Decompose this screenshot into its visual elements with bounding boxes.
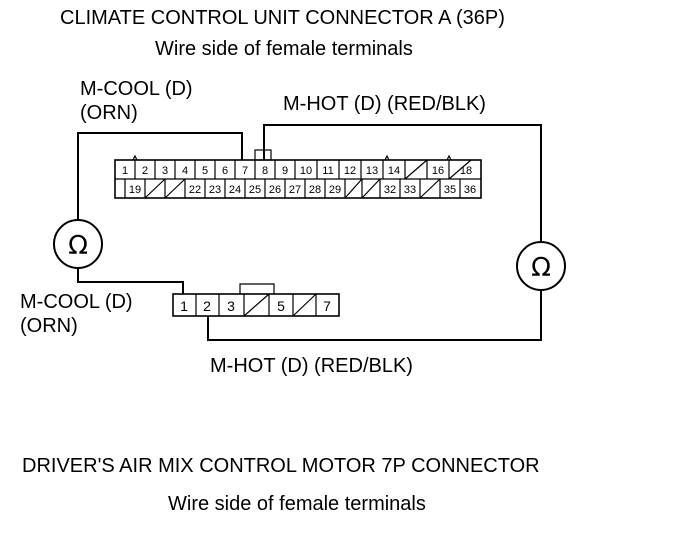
pin-a-2: 2 xyxy=(142,165,148,177)
pin-a-4: 4 xyxy=(182,165,188,177)
pin-a-13: 13 xyxy=(366,165,378,177)
pin-a-27: 27 xyxy=(289,184,301,196)
pin-b-5: 5 xyxy=(277,298,285,314)
pin-a-25: 25 xyxy=(249,184,261,196)
pin-a-11: 11 xyxy=(322,165,333,177)
ohm-icon-left: Ω xyxy=(68,231,88,261)
pin-a-36: 36 xyxy=(464,184,476,196)
connector-a-notches xyxy=(132,154,452,161)
mcool-bottom-label-2: (ORN) xyxy=(20,315,78,337)
connector-b-subtitle: Wire side of female terminals xyxy=(168,493,426,515)
pin-a-19: 19 xyxy=(129,184,141,196)
connector-a-top-row: 1 2 3 4 5 6 7 8 9 10 11 12 13 14 16 18 xyxy=(122,159,472,180)
mhot-top-label: M-HOT (D) (RED/BLK) xyxy=(283,93,486,115)
mcool-top-label-1: M-COOL (D) xyxy=(80,78,193,100)
pin-a-14: 14 xyxy=(388,165,400,177)
pin-a-22: 22 xyxy=(189,184,201,196)
pin-a-35: 35 xyxy=(444,184,456,196)
mhot-bottom-label: M-HOT (D) (RED/BLK) xyxy=(210,355,413,377)
connector-a-bottom-row: 19 22 23 24 25 26 27 28 29 32 33 35 36 xyxy=(124,178,476,199)
wire-mcool-lower xyxy=(77,268,184,294)
connector-a-subtitle: Wire side of female terminals xyxy=(155,38,413,60)
ohmmeter-right-circle xyxy=(516,241,566,291)
ohmmeter-right: Ω xyxy=(516,241,566,291)
pin-a-18: 18 xyxy=(460,165,472,177)
wire-mhot-upper xyxy=(263,124,542,242)
pin-a-3: 3 xyxy=(162,165,168,177)
wire-mhot-lower xyxy=(207,290,542,341)
pin-a-7: 7 xyxy=(242,165,248,177)
pin-a-6: 6 xyxy=(222,165,228,177)
connector-b-title: DRIVER'S AIR MIX CONTROL MOTOR 7P CONNEC… xyxy=(22,455,540,477)
pin-a-23: 23 xyxy=(209,184,221,196)
pin-a-10: 10 xyxy=(300,165,312,177)
pin-a-33: 33 xyxy=(404,184,416,196)
wire-group xyxy=(77,124,542,341)
pin-a-12: 12 xyxy=(344,165,356,177)
ohmmeter-left: Ω xyxy=(53,219,103,269)
connector-a: 1 2 3 4 5 6 7 8 9 10 11 12 13 14 16 18 xyxy=(114,149,482,199)
connector-a-lock-tab xyxy=(254,149,272,161)
mcool-bottom-label-1: M-COOL (D) xyxy=(20,291,133,313)
mcool-top-label-2: (ORN) xyxy=(80,102,138,124)
pin-a-1: 1 xyxy=(122,165,128,177)
connector-b: 1 2 3 5 7 xyxy=(172,283,340,317)
pin-a-24: 24 xyxy=(229,184,241,196)
pin-b-2: 2 xyxy=(203,298,211,314)
pin-a-28: 28 xyxy=(309,184,321,196)
ohm-icon-right: Ω xyxy=(531,253,551,283)
pin-a-9: 9 xyxy=(282,165,288,177)
pin-b-3: 3 xyxy=(227,298,235,314)
pin-b-7: 7 xyxy=(323,298,331,314)
connector-b-lock-tab xyxy=(239,283,275,294)
wire-mcool-upper xyxy=(77,132,243,220)
pin-a-32: 32 xyxy=(384,184,396,196)
ohmmeter-left-circle xyxy=(53,219,103,269)
pin-a-8: 8 xyxy=(262,165,268,177)
pin-a-29: 29 xyxy=(329,184,341,196)
connector-a-title: CLIMATE CONTROL UNIT CONNECTOR A (36P) xyxy=(60,7,505,29)
pin-a-16: 16 xyxy=(432,165,444,177)
pin-a-26: 26 xyxy=(269,184,281,196)
pin-b-1: 1 xyxy=(180,298,188,314)
pin-a-5: 5 xyxy=(202,165,208,177)
